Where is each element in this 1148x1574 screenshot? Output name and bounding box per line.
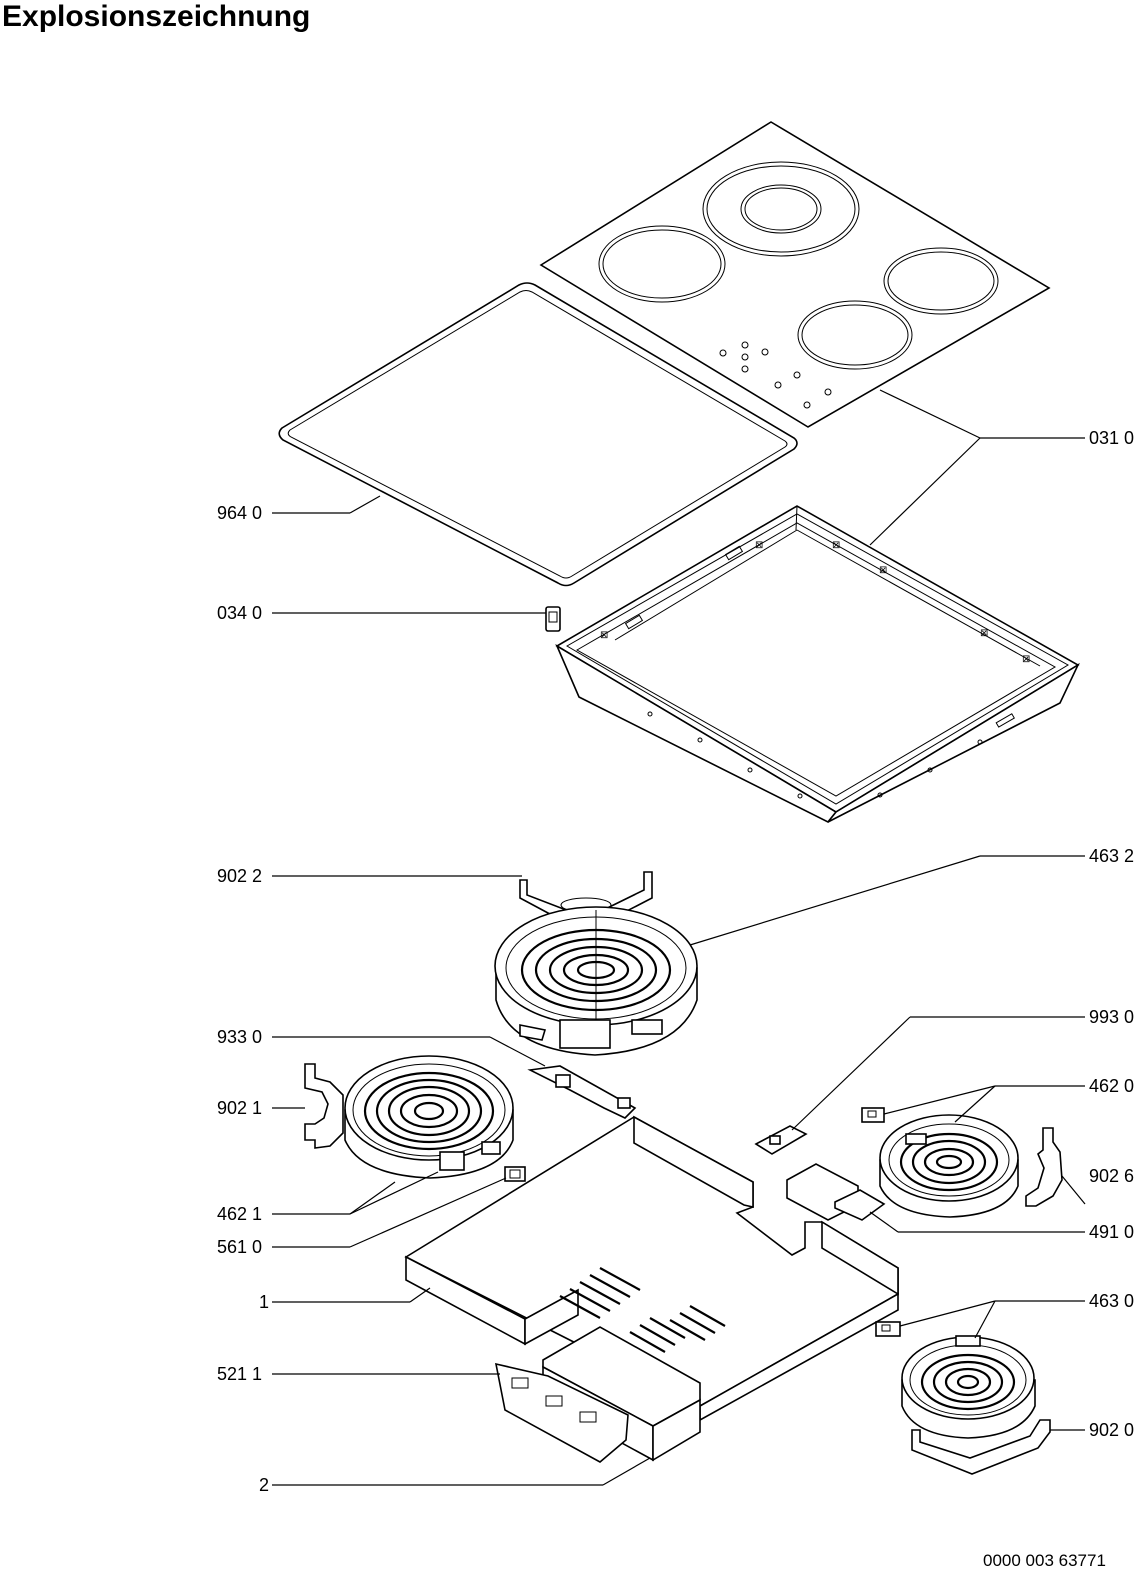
label-2: 2 [259, 1475, 269, 1495]
housing-base-part [404, 1115, 899, 1422]
label-1: 1 [259, 1292, 269, 1312]
reference-number: 0000 003 63771 [983, 1551, 1106, 1570]
clamp-right-part [754, 1125, 808, 1155]
label-462-0: 462 0 [1089, 1076, 1134, 1096]
label-521-1: 521 1 [217, 1364, 262, 1384]
switch-holder-part [494, 1326, 701, 1463]
vent-slots [559, 1267, 726, 1353]
svg-text:⊠: ⊠ [980, 628, 988, 639]
label-463-0: 463 0 [1089, 1291, 1134, 1311]
switch-lower-part [875, 1321, 901, 1337]
svg-text:⊠: ⊠ [755, 540, 763, 551]
page-title: Explosionszeichnung [2, 0, 311, 33]
svg-text:⊠: ⊠ [879, 565, 887, 576]
switch-small-part [861, 1107, 885, 1123]
label-034-0: 034 0 [217, 603, 262, 623]
bracket-lower-part [911, 1419, 1051, 1475]
touch-control-dots [719, 341, 832, 409]
radiant-heater-small-part [901, 1335, 1036, 1439]
terminal-block-part [786, 1163, 886, 1221]
clip-part [545, 606, 561, 632]
label-031-0: 031 0 [1089, 428, 1134, 448]
label-902-2: 902 2 [217, 866, 262, 886]
label-902-1: 902 1 [217, 1098, 262, 1118]
label-491-0: 491 0 [1089, 1222, 1134, 1242]
label-902-6: 902 6 [1089, 1166, 1134, 1186]
label-902-0: 902 0 [1089, 1420, 1134, 1440]
glass-cooktop-part [539, 121, 1051, 428]
gasket-seal-part [278, 282, 798, 587]
bracket-left-part [304, 1063, 344, 1149]
label-561-0: 561 0 [217, 1237, 262, 1257]
label-993-0: 993 0 [1089, 1007, 1134, 1027]
label-462-1: 462 1 [217, 1204, 262, 1224]
svg-text:⊠: ⊠ [600, 630, 608, 641]
leader-lines [272, 389, 1086, 1486]
svg-text:⊠: ⊠ [1022, 654, 1030, 665]
label-933-0: 933 0 [217, 1027, 262, 1047]
svg-text:⊠: ⊠ [832, 540, 840, 551]
frame-part: ⊠ ⊠ ⊠ ⊠ ⊠ ⊠ [555, 505, 1080, 824]
clamp-part [527, 1065, 637, 1119]
radiant-heater-right-part [879, 1114, 1063, 1218]
radiant-heater-large-part [494, 906, 698, 1056]
label-964-0: 964 0 [217, 503, 262, 523]
radiant-heater-left-part [344, 1055, 514, 1179]
part-labels: 031 0 964 0 034 0 902 2 463 2 933 0 993 … [217, 428, 1134, 1495]
thermostat-part [504, 1166, 526, 1182]
label-463-2: 463 2 [1089, 846, 1134, 866]
